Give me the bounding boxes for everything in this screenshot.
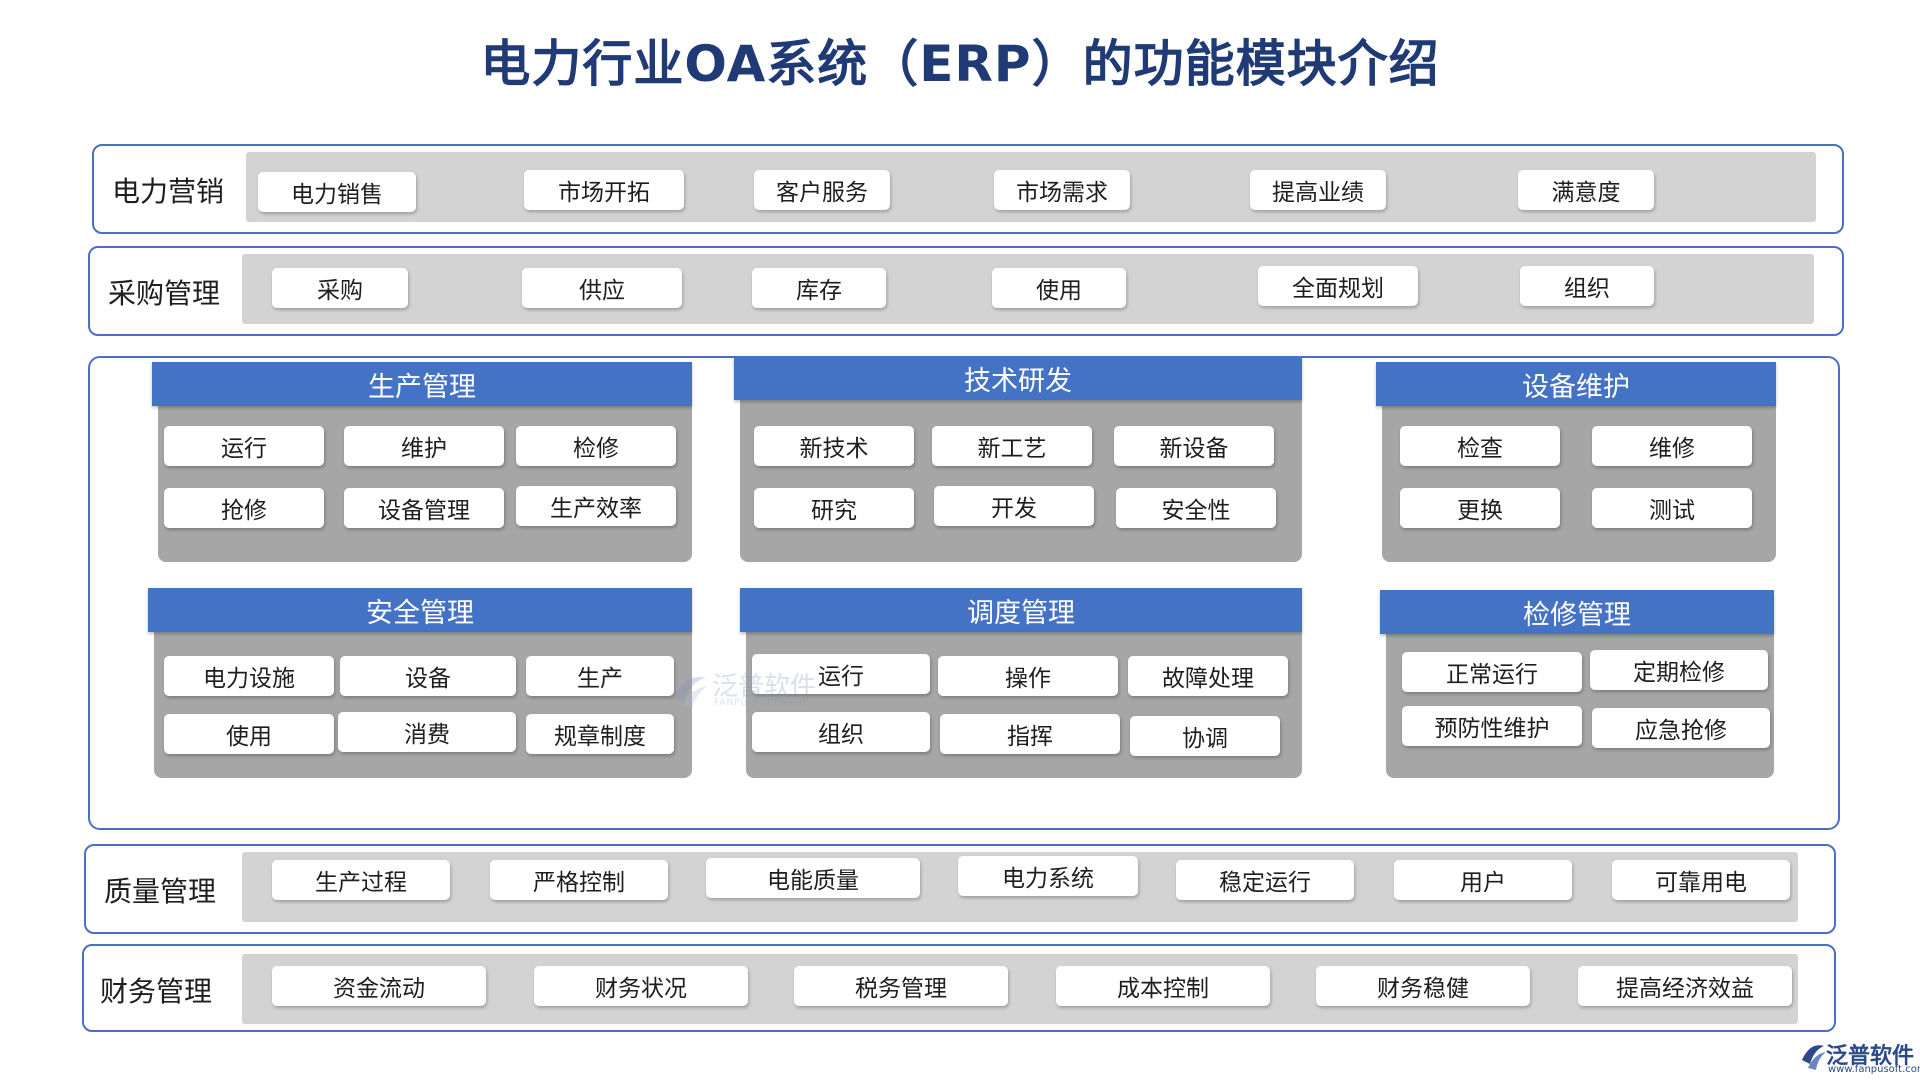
quality-item: 稳定运行 <box>1176 860 1354 900</box>
safety-item: 电力设施 <box>164 656 334 696</box>
module-maintenance: 检修管理 正常运行 定期检修 预防性维护 应急抢修 <box>1380 590 1774 778</box>
tech-item: 研究 <box>754 488 914 528</box>
module-safety-title: 安全管理 <box>148 588 692 632</box>
module-production: 生产管理 运行 维护 检修 抢修 设备管理 生产效率 <box>152 362 692 562</box>
page-title: 电力行业OA系统（ERP）的功能模块介绍 <box>480 35 1440 93</box>
production-item: 抢修 <box>164 488 324 528</box>
fanpu-corner-icon <box>1802 1045 1826 1070</box>
module-dispatch: 调度管理 运行 操作 故障处理 组织 指挥 协调 <box>740 588 1302 778</box>
tech-item: 新工艺 <box>932 426 1092 466</box>
dispatch-item: 指挥 <box>940 714 1120 754</box>
corner-logo: 泛普软件 www.fanpusoft.com <box>1800 1038 1920 1078</box>
finance-item: 财务稳健 <box>1316 966 1530 1006</box>
module-production-title: 生产管理 <box>152 362 692 406</box>
maintenance-item: 正常运行 <box>1402 652 1582 692</box>
safety-item: 消费 <box>338 712 516 752</box>
corner-brand: 泛普软件 <box>1826 1044 1915 1069</box>
finance-item: 资金流动 <box>272 966 486 1006</box>
marketing-item: 客户服务 <box>754 170 890 210</box>
production-item: 维护 <box>344 426 504 466</box>
quality-item: 严格控制 <box>490 860 668 900</box>
finance-item: 财务状况 <box>534 966 748 1006</box>
production-item: 运行 <box>164 426 324 466</box>
safety-item: 使用 <box>164 714 334 754</box>
equipment-item: 维修 <box>1592 426 1752 466</box>
row-finance-band <box>242 954 1798 1024</box>
dispatch-item: 协调 <box>1130 716 1280 756</box>
marketing-item: 提高业绩 <box>1250 170 1386 210</box>
module-safety-body <box>154 628 692 778</box>
module-safety: 安全管理 电力设施 设备 生产 使用 消费 规章制度 <box>148 588 692 778</box>
maintenance-item: 预防性维护 <box>1402 706 1582 746</box>
module-equipment-title: 设备维护 <box>1376 362 1776 406</box>
tech-item: 新设备 <box>1114 426 1274 466</box>
dispatch-item: 组织 <box>752 712 930 752</box>
purchasing-item: 库存 <box>752 268 886 308</box>
equipment-item: 测试 <box>1592 488 1752 528</box>
module-tech: 技术研发 新技术 新工艺 新设备 研究 开发 安全性 <box>734 356 1302 562</box>
maintenance-item: 应急抢修 <box>1592 708 1770 748</box>
tech-item: 新技术 <box>754 426 914 466</box>
marketing-item: 电力销售 <box>258 172 416 212</box>
module-tech-title: 技术研发 <box>734 356 1302 400</box>
row-purchasing-label: 采购管理 <box>108 277 221 310</box>
safety-item: 生产 <box>526 656 674 696</box>
quality-item: 用户 <box>1394 860 1572 900</box>
marketing-item: 满意度 <box>1518 170 1654 210</box>
equipment-item: 更换 <box>1400 488 1560 528</box>
row-finance-label: 财务管理 <box>100 975 213 1008</box>
safety-item: 规章制度 <box>526 714 674 754</box>
quality-item: 电能质量 <box>706 858 920 898</box>
row-quality-label: 质量管理 <box>104 875 217 908</box>
purchasing-item: 全面规划 <box>1258 266 1418 306</box>
dispatch-item: 操作 <box>938 656 1118 696</box>
finance-item: 税务管理 <box>794 966 1008 1006</box>
production-item: 设备管理 <box>344 488 504 528</box>
module-equipment: 设备维护 检查 维修 更换 测试 <box>1376 362 1776 562</box>
quality-item: 生产过程 <box>272 860 450 900</box>
safety-item: 设备 <box>340 656 516 696</box>
dispatch-item: 运行 <box>752 654 930 694</box>
row-marketing-label: 电力营销 <box>112 175 225 208</box>
corner-url: www.fanpusoft.com <box>1828 1064 1920 1075</box>
module-dispatch-title: 调度管理 <box>740 588 1302 632</box>
marketing-item: 市场开拓 <box>524 170 684 210</box>
purchasing-item: 组织 <box>1520 266 1654 306</box>
production-item: 检修 <box>516 426 676 466</box>
purchasing-item: 供应 <box>522 268 682 308</box>
finance-item: 提高经济效益 <box>1578 966 1792 1006</box>
finance-item: 成本控制 <box>1056 966 1270 1006</box>
marketing-item: 市场需求 <box>994 170 1130 210</box>
tech-item: 安全性 <box>1116 488 1276 528</box>
module-maintenance-title: 检修管理 <box>1380 590 1774 634</box>
module-tech-body <box>740 396 1302 562</box>
dispatch-item: 故障处理 <box>1128 656 1288 696</box>
maintenance-item: 定期检修 <box>1590 650 1768 690</box>
production-item: 生产效率 <box>516 486 676 526</box>
quality-item: 电力系统 <box>958 856 1138 896</box>
tech-item: 开发 <box>934 486 1094 526</box>
purchasing-item: 使用 <box>992 268 1126 308</box>
purchasing-item: 采购 <box>272 268 408 308</box>
quality-item: 可靠用电 <box>1612 860 1790 900</box>
equipment-item: 检查 <box>1400 426 1560 466</box>
